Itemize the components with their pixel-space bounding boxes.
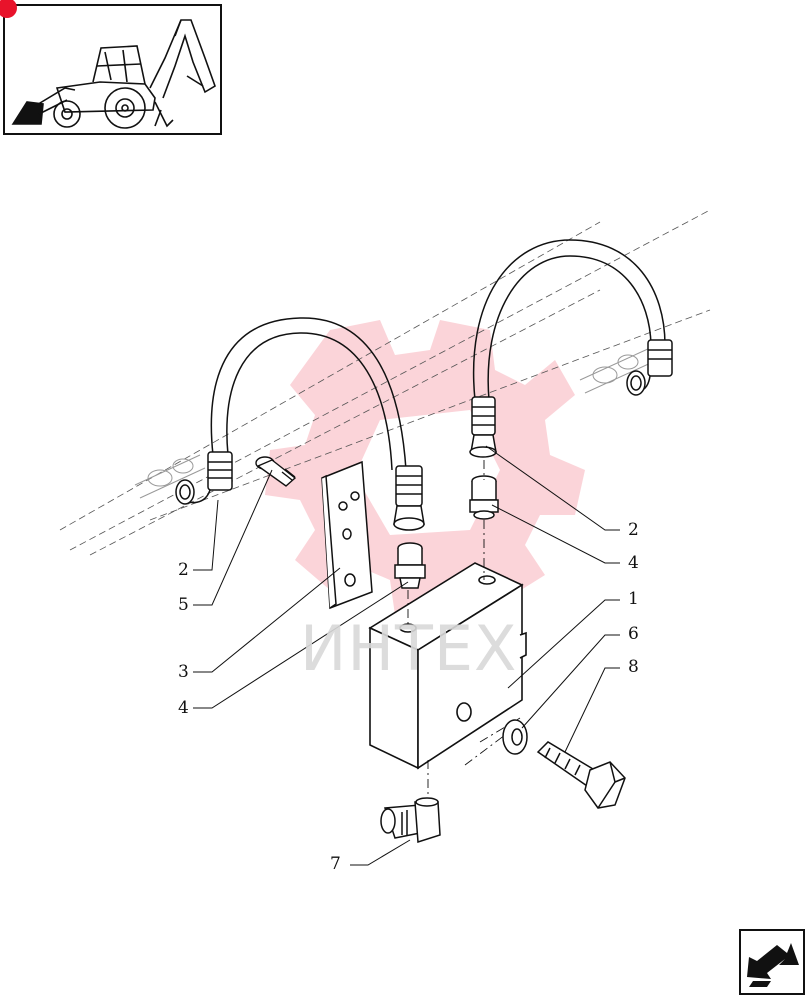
callout-2-left: 2: [178, 560, 189, 580]
valve-block: [368, 562, 527, 770]
callout-4-left: 4: [178, 698, 189, 718]
reference-lines: [59, 209, 711, 556]
leader-lines: [193, 445, 620, 866]
adapter-right: [469, 475, 499, 520]
callout-3: 3: [178, 662, 189, 682]
callout-4-right: 4: [628, 553, 639, 573]
mounting-plate: [321, 460, 373, 610]
callout-2-right: 2: [628, 520, 639, 540]
next-page-button[interactable]: [739, 929, 805, 995]
callout-8: 8: [628, 657, 639, 677]
accent-dot: [0, 0, 17, 18]
bolt-small: [255, 456, 297, 487]
callout-7: 7: [330, 854, 341, 874]
elbow-fitting: [380, 797, 441, 844]
backhoe-loader-icon: [11, 19, 216, 129]
watermark-text: ИНТЕХ: [300, 612, 518, 685]
hose-left: [175, 317, 425, 531]
background-fitting-right: [579, 347, 656, 394]
hose-right: [469, 239, 673, 458]
callout-1: 1: [628, 589, 639, 609]
machine-thumbnail[interactable]: [0, 0, 222, 135]
callout-5: 5: [178, 595, 189, 615]
bolt-large: [536, 741, 626, 809]
adapter-left: [394, 542, 426, 589]
washer: [502, 719, 528, 755]
watermark-gear-hole: [355, 410, 500, 535]
callout-6: 6: [628, 624, 639, 644]
next-page-arrow-icon: [747, 943, 799, 987]
background-fitting-left: [134, 454, 206, 499]
